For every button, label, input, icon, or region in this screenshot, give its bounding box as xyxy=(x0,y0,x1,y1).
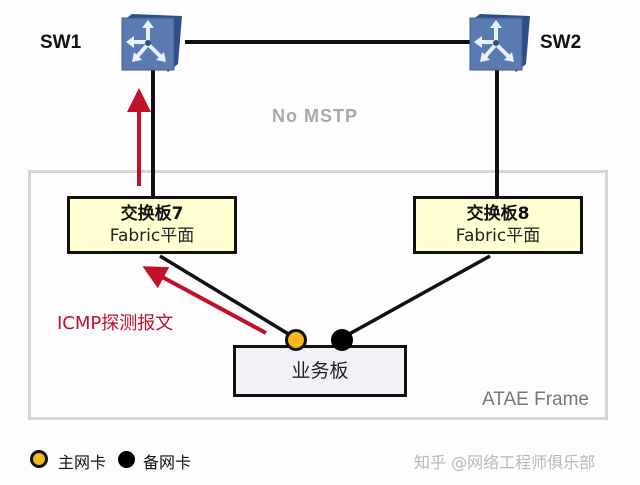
fabric-board-subtitle: Fabric平面 xyxy=(455,226,541,246)
link-fabric8-service xyxy=(341,254,491,340)
legend-backup-label: 备网卡 xyxy=(143,453,192,472)
legend-backup-icon xyxy=(118,451,135,468)
sw2-label: SW2 xyxy=(540,32,582,53)
fabric-board-7: 交换板7 Fabric平面 xyxy=(67,196,237,254)
primary-nic-dot xyxy=(285,329,307,351)
no-mstp-label: No MSTP xyxy=(272,106,358,126)
fabric-board-subtitle: Fabric平面 xyxy=(109,226,195,246)
switch-icon[interactable] xyxy=(118,12,184,74)
service-board: 业务板 xyxy=(233,345,407,397)
watermark: 知乎 @网络工程师俱乐部 xyxy=(414,453,596,472)
fabric-board-title: 交换板8 xyxy=(466,204,530,224)
legend-primary-label: 主网卡 xyxy=(58,453,107,472)
backup-nic-dot xyxy=(331,329,353,351)
fabric-board-8: 交换板8 Fabric平面 xyxy=(413,196,583,254)
fabric-board-title: 交换板7 xyxy=(120,204,184,224)
icmp-probe-label: ICMP探测报文 xyxy=(57,313,174,334)
switch-icon[interactable] xyxy=(466,12,532,74)
legend-primary-icon xyxy=(30,450,48,468)
sw1-label: SW1 xyxy=(40,32,82,53)
link-fabric7-service xyxy=(159,254,296,340)
probe-arrow-diagonal xyxy=(142,266,267,335)
frame-label: ATAE Frame xyxy=(482,389,589,410)
